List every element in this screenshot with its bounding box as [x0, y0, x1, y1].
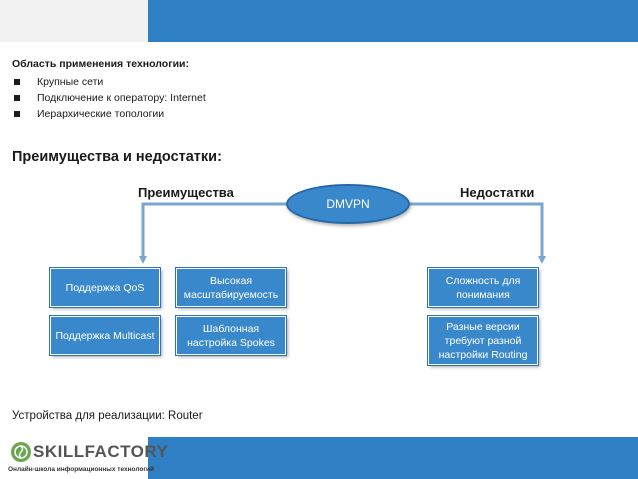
square-bullet-icon — [14, 111, 20, 117]
connector-right — [410, 202, 546, 264]
scope-list: Крупные сети Подключение к оператору: In… — [12, 74, 206, 122]
advantage-scalability-box: Высокая масштабируемость — [175, 267, 287, 308]
logo-name: SKILLFACTORY — [33, 442, 169, 461]
logo-tagline: Онлайн-школа информационных технологий — [8, 466, 155, 473]
scope-title: Область применения технологии: — [12, 58, 189, 70]
connector-left — [139, 202, 286, 264]
advantage-qos-box: Поддержка QoS — [49, 267, 161, 308]
footer-band — [148, 437, 638, 479]
dmvpn-node: DMVPN — [286, 184, 410, 224]
header-left-panel — [0, 0, 148, 42]
square-bullet-icon — [14, 79, 20, 85]
advantage-spokes-box: Шаблонная настройка Spokes — [175, 315, 287, 356]
list-item: Крупные сети — [12, 74, 206, 90]
disadvantage-complexity-box: Сложность для понимания — [427, 267, 539, 308]
advantage-multicast-box: Поддержка Multicast — [49, 315, 161, 356]
header-band — [148, 0, 638, 42]
square-bullet-icon — [14, 95, 20, 101]
list-item: Подключение к оператору: Internet — [12, 90, 206, 106]
section-title: Преимущества и недостатки: — [12, 149, 222, 165]
disadvantage-routing-box: Разные версии требуют разной настройки R… — [427, 315, 539, 366]
list-item: Иерархические топологии — [12, 106, 206, 122]
disadvantages-label: Недостатки — [460, 185, 535, 200]
devices-text: Устройства для реализации: Router — [12, 410, 203, 422]
skillfactory-logo-icon — [11, 442, 31, 462]
advantages-label: Преимущества — [138, 185, 234, 200]
